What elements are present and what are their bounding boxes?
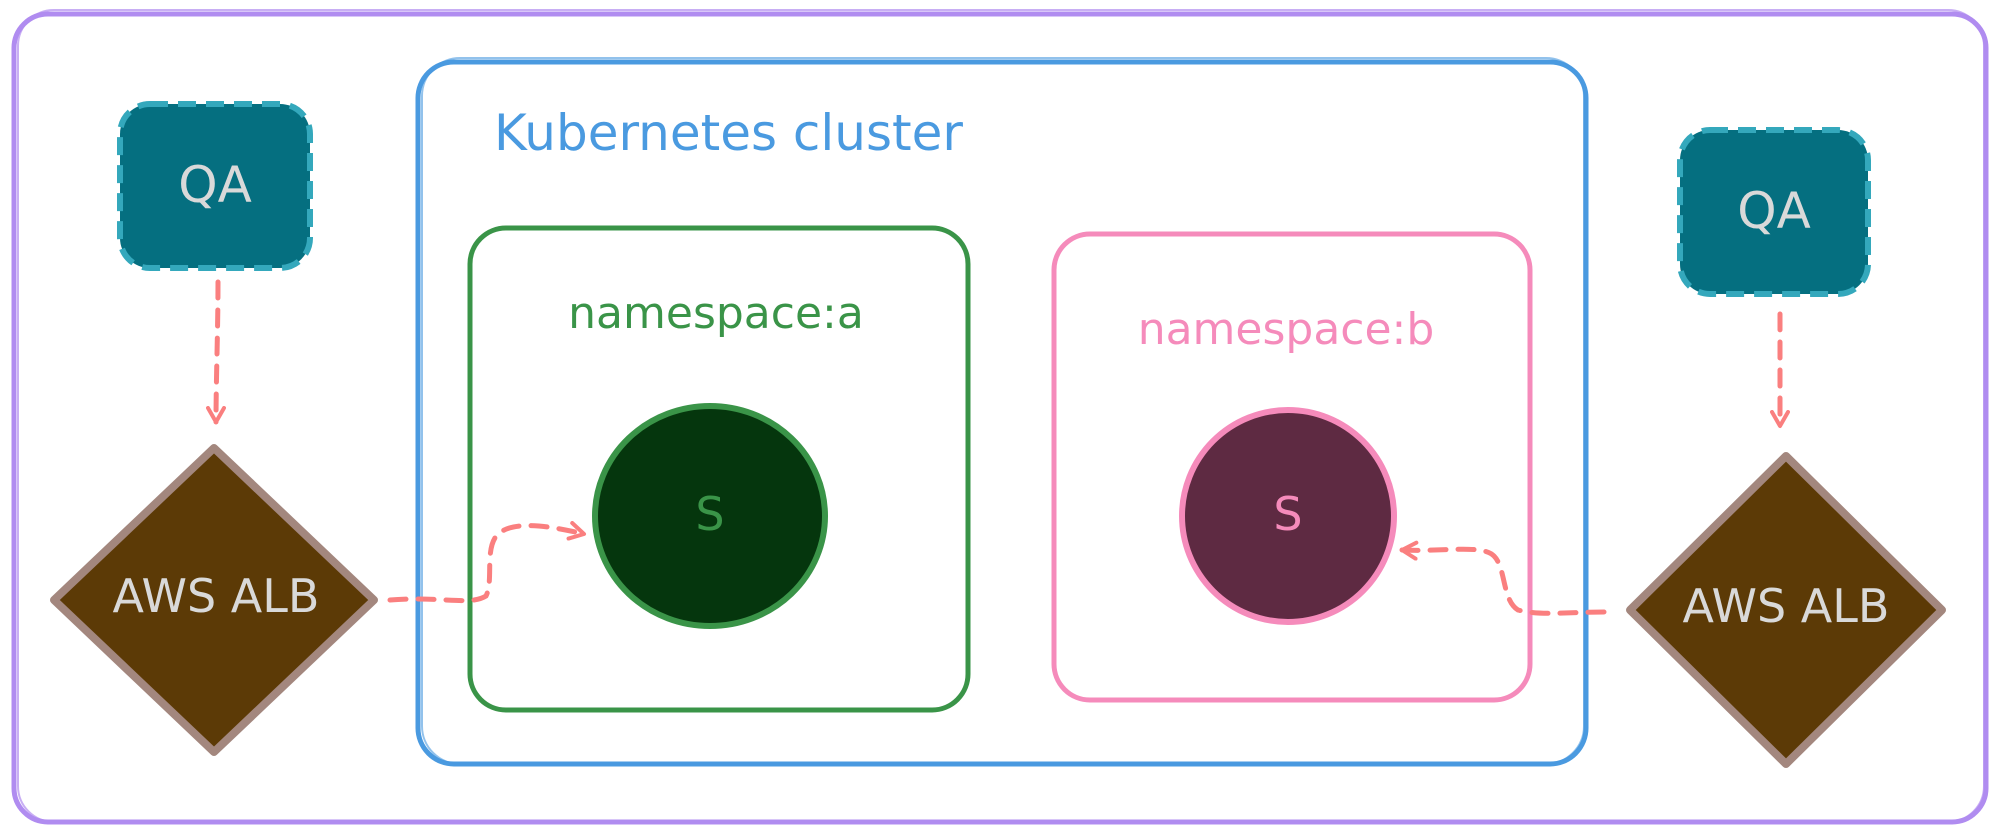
namespace-b: namespace:b S bbox=[1051, 231, 1533, 703]
left-aws-alb-label: AWS ALB bbox=[113, 569, 320, 623]
service-a[interactable]: S bbox=[592, 403, 828, 629]
service-b-label: S bbox=[1273, 487, 1302, 541]
right-qa-label: QA bbox=[1737, 182, 1811, 240]
outer-frame bbox=[11, 9, 1989, 825]
left-alb-to-service-a-arrow bbox=[387, 521, 587, 604]
namespace-b-label: namespace:b bbox=[1138, 304, 1435, 355]
left-qa-to-alb-arrow bbox=[206, 279, 227, 425]
right-aws-alb-label: AWS ALB bbox=[1683, 579, 1890, 633]
kubernetes-cluster: Kubernetes cluster bbox=[415, 57, 1589, 767]
left-aws-alb[interactable]: AWS ALB bbox=[50, 444, 378, 756]
service-a-label: S bbox=[695, 487, 724, 541]
namespace-a: namespace:a S bbox=[467, 225, 971, 713]
right-qa-box[interactable]: QA bbox=[1677, 127, 1871, 297]
right-alb-to-service-b-arrow bbox=[1399, 540, 1607, 616]
namespace-a-label: namespace:a bbox=[568, 288, 864, 339]
left-qa-box[interactable]: QA bbox=[117, 101, 313, 271]
left-qa-label: QA bbox=[178, 156, 252, 214]
cluster-title: Kubernetes cluster bbox=[494, 104, 963, 162]
right-aws-alb[interactable]: AWS ALB bbox=[1626, 452, 1946, 768]
service-b[interactable]: S bbox=[1179, 407, 1397, 625]
